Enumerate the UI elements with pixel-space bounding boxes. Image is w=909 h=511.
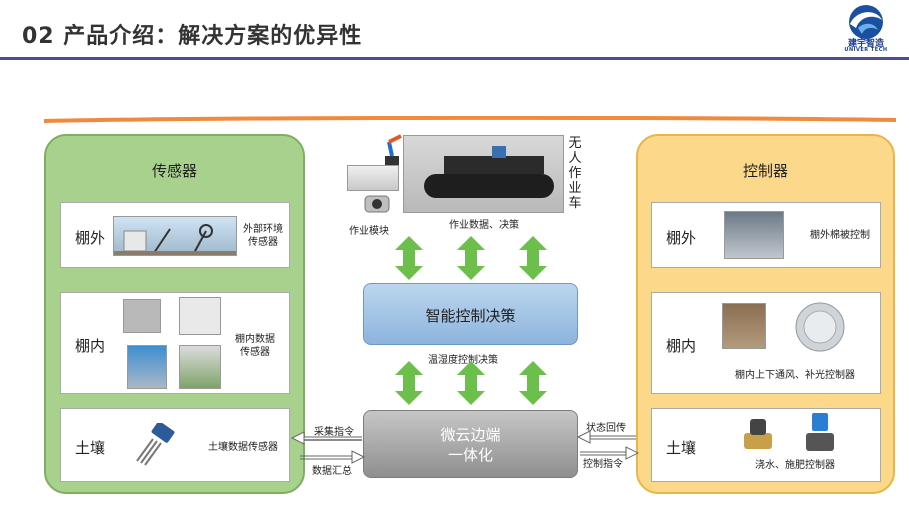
controller-row-desc: 棚内上下通风、补光控制器 [735,370,855,381]
camera-module-icon [364,195,390,213]
logo-text: 建宇智造 [847,39,884,49]
controller-row-label: 土壤 [666,439,697,457]
sensor-row-inside: 棚内 棚内数据传感器 [60,292,290,394]
unmanned-vehicle-photo [403,135,564,213]
orange-divider [44,116,896,123]
sensor-row-desc: 棚内数据传感器 [235,334,275,358]
smart-control-decision-box: 智能控制决策 [363,283,578,345]
green-double-arrow-icon [519,361,547,405]
water-valve-icon [744,419,772,449]
tracked-vehicle-icon [424,146,554,198]
controller-row-label: 棚外 [666,229,697,247]
fertilizer-valve-icon [806,413,834,451]
controller-row-desc: 浇水、施肥控制器 [755,460,835,471]
logo-subtext: UNIVER TECH [844,47,888,53]
cylinder-sensor-photo [123,299,161,333]
green-double-arrow-icon [395,236,423,280]
sensor-row-desc: 外部环境传感器 [243,224,283,248]
controller-row-desc: 棚外棉被控制 [810,230,870,241]
cloud-label-line1: 微云边端 [440,426,501,444]
page-title: 02 产品介绍：解决方案的优异性 [22,24,363,49]
vehicle-label: 无人作业车 [568,136,582,211]
green-double-arrow-icon [457,361,485,405]
status-return-label: 状态回传 [586,423,626,434]
sensor-row-label: 土壤 [75,439,106,457]
cloud-label-line2: 一体化 [447,446,493,464]
temp-humidity-label: 温湿度控制决策 [428,355,498,366]
sensor-panel-title: 传感器 [151,162,197,180]
module-label: 作业模块 [349,226,389,237]
grow-light-icon [795,302,845,352]
controller-row-outside: 棚外 棚外棉被控制 [651,202,881,268]
cloud-edge-box: 微云边端 一体化 [363,410,578,478]
sensor-row-label: 棚内 [75,337,106,355]
green-double-arrow-icon [457,236,485,280]
soil-probe-icon [136,423,175,466]
module-photo [347,165,399,191]
controller-panel-title: 控制器 [742,162,788,180]
green-double-arrow-icon [519,236,547,280]
green-double-arrow-icon [395,361,423,405]
panel-sensor-photo [127,345,167,389]
title-divider [0,57,909,60]
sensor-row-soil: 土壤 土壤数据传感器 [60,408,290,482]
work-data-label: 作业数据、决策 [449,220,519,231]
controller-row-inside: 棚内 棚内上下通风、补光控制器 [651,292,881,394]
collect-command-label: 采集指令 [314,427,354,438]
weather-station-icon [114,224,236,255]
sensor-row-label: 棚外 [75,229,106,247]
sensor-row-desc: 土壤数据传感器 [208,442,278,453]
blanket-controller-photo [724,211,784,259]
sensor-row-outside: 棚外 外部环境传感器 [60,202,290,268]
data-summary-label: 数据汇总 [312,466,352,477]
camera-sensor-photo [179,297,221,335]
weather-station-photo [113,216,237,256]
vent-controller-photo [722,303,766,349]
robot-arm-icon [385,134,402,166]
control-command-label: 控制指令 [583,459,623,470]
decision-label: 智能控制决策 [425,307,516,325]
controller-row-soil: 土壤 浇水、施肥控制器 [651,408,881,482]
controller-row-label: 棚内 [666,337,697,355]
box-sensor-photo [179,345,221,389]
company-logo-icon [849,5,883,39]
